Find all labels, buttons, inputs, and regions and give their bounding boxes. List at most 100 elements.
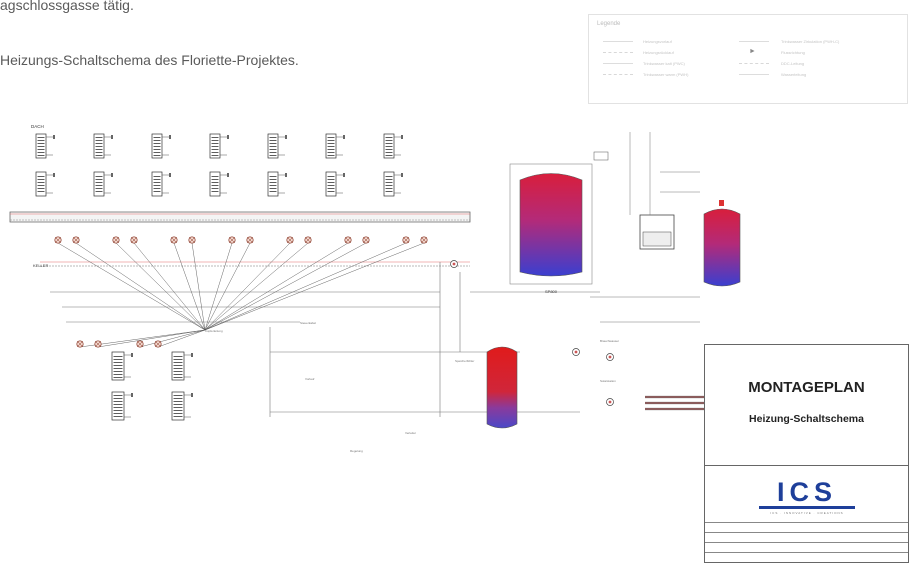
- control-cable: [204, 242, 309, 331]
- svg-text:Vorlauf: Vorlauf: [305, 377, 315, 381]
- roof-label: DACH: [31, 124, 44, 129]
- logo-tagline: ICS · INNOVATIVE · CREATIONS: [770, 511, 844, 515]
- title-block-divider: [705, 465, 908, 466]
- tank-main: SP800: [509, 163, 593, 294]
- valve-icon: [402, 236, 410, 244]
- valve-icon: [170, 236, 178, 244]
- radiator-icon: [325, 171, 345, 197]
- radiator-icon: [93, 171, 113, 197]
- pump-icon: [572, 348, 580, 356]
- valve-icon: [94, 340, 102, 348]
- valve-icon: [362, 236, 370, 244]
- valve-icon: [344, 236, 352, 244]
- control-cable: [204, 242, 367, 331]
- legend-swatch-pwhc: [739, 41, 769, 42]
- radiator-icon: [111, 391, 133, 421]
- legend-item: Trinkwasser kalt (PWC): [643, 61, 685, 66]
- svg-text:Brauchwasser: Brauchwasser: [600, 339, 619, 343]
- grid-row: [705, 542, 908, 543]
- grid-row: [705, 552, 908, 553]
- control-cable: [204, 242, 251, 331]
- valve-icon: [154, 340, 162, 348]
- valve-icon: [76, 340, 84, 348]
- legend-item: Heizungsrücklauf: [643, 50, 674, 55]
- radiator-icon: [171, 391, 193, 421]
- svg-text:Regelung: Regelung: [350, 449, 363, 453]
- controller-box: [593, 132, 700, 250]
- radiator-icon: [151, 171, 171, 197]
- svg-text:Steuerkabel: Steuerkabel: [300, 321, 316, 325]
- legend-box: Legende Heizungsvorlauf Heizungsrücklauf…: [588, 14, 908, 104]
- logo-bar: [759, 506, 855, 509]
- legend-item: Trinkwasser Zirkulation (PWH-C): [781, 39, 840, 44]
- control-cable: [139, 329, 206, 348]
- radiator-icon: [267, 171, 287, 197]
- valve-icon: [420, 236, 428, 244]
- radiator-icon: [151, 133, 171, 159]
- control-cable: [157, 329, 206, 348]
- legend-item: Wasserleitung: [781, 72, 807, 77]
- radiator-icon: [325, 133, 345, 159]
- intro-text-line-2: Heizungs-Schaltschema des Floriette-Proj…: [0, 52, 299, 68]
- valve-icon: [286, 236, 294, 244]
- svg-text:Speicherfühler: Speicherfühler: [455, 359, 474, 363]
- valve-icon: [136, 340, 144, 348]
- valve-icon: [54, 236, 62, 244]
- radiator-icon: [383, 171, 403, 197]
- heat-exchanger: [645, 395, 705, 411]
- legend-swatch-pwh: [603, 74, 633, 75]
- control-cable: [191, 242, 206, 331]
- radiator-icon: [93, 133, 113, 159]
- valve-icon: [112, 236, 120, 244]
- radiator-group-lower: [111, 351, 193, 421]
- title-block: MONTAGEPLAN Heizung-Schaltschema ICS ICS…: [704, 344, 909, 563]
- radiator-icon: [209, 133, 229, 159]
- company-logo: ICS ICS · INNOVATIVE · CREATIONS: [753, 479, 861, 515]
- floor-distribution: [40, 261, 700, 417]
- plan-subtitle: Heizung-Schaltschema: [749, 413, 864, 425]
- distribution-beam: [9, 211, 471, 223]
- control-cable: [204, 242, 425, 331]
- radiator-icon: [171, 351, 193, 381]
- control-cable: [204, 242, 233, 331]
- svg-text:SP800: SP800: [545, 289, 558, 294]
- grid-row: [705, 532, 908, 533]
- control-cable: [173, 242, 206, 331]
- control-cable: [97, 329, 206, 348]
- legend-swatch-water: [739, 74, 769, 75]
- legend-swatch-return: [603, 52, 633, 53]
- heating-schematic-diagram: DACH KELLER SP800: [9, 124, 741, 453]
- logo-text: ICS: [776, 477, 837, 507]
- radiator-group-upper: [35, 133, 403, 197]
- title-block-grid: [705, 522, 908, 562]
- legend-title: Legende: [597, 21, 621, 27]
- legend-swatch-ddc: [739, 63, 769, 64]
- control-cable: [204, 242, 291, 331]
- schematic-annotations: Kupferleitung Steuerkabel Vorlauf Speich…: [205, 321, 619, 453]
- cellar-label: KELLER: [33, 263, 48, 268]
- radiator-icon: [209, 171, 229, 197]
- radiator-icon: [35, 133, 55, 159]
- valve-icon: [188, 236, 196, 244]
- svg-text:Solarstation: Solarstation: [600, 379, 616, 383]
- tank-secondary: [703, 200, 741, 287]
- control-cable-fan: [57, 242, 425, 348]
- svg-text:DACH: DACH: [31, 124, 44, 129]
- pump-icon: [606, 398, 614, 406]
- pump-icon: [606, 353, 614, 361]
- legend-item: DDC-Leitung: [781, 61, 805, 66]
- legend-swatch-pwc: [603, 63, 633, 64]
- svg-text:Verteiler: Verteiler: [405, 431, 416, 435]
- valve-icon: [130, 236, 138, 244]
- tank-buffer: [486, 346, 518, 429]
- control-cable: [115, 242, 206, 331]
- svg-text:KELLER: KELLER: [33, 263, 48, 268]
- valve-icon: [246, 236, 254, 244]
- valve-icon: [72, 236, 80, 244]
- control-cable: [75, 242, 206, 331]
- pump-icon: [450, 260, 458, 268]
- radiator-icon: [35, 171, 55, 197]
- valve-icon: [304, 236, 312, 244]
- flow-arrow-icon: ►: [749, 48, 756, 55]
- control-cable: [133, 242, 206, 331]
